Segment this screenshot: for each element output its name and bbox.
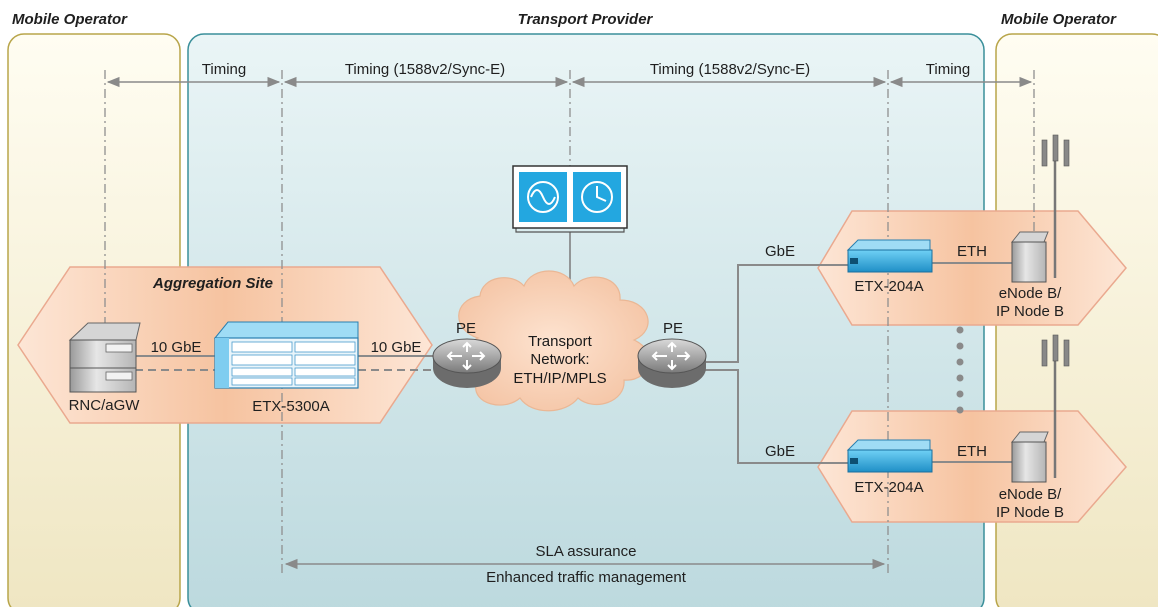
etx-204a-bottom: [846, 439, 933, 473]
site-hexagon-bottom: [817, 410, 1127, 523]
link-label-bottom-eth: ETH: [957, 443, 987, 460]
clock-icon: [581, 181, 613, 213]
link-pe-top-etx204: [704, 264, 848, 363]
cloud-label-line2: Network:: [530, 351, 589, 368]
etx-204a-top: [846, 239, 933, 273]
link-label-top-eth: ETH: [957, 243, 987, 260]
pe-right-label: PE: [663, 320, 683, 337]
transport-provider-title: Transport Provider: [518, 11, 654, 28]
rnc-agw-server: [68, 322, 141, 393]
enodeb-top-label-line1: eNode B/: [999, 285, 1062, 302]
link-label-top-gbe: GbE: [765, 243, 795, 260]
etx-204a-bottom-label: ETX-204A: [854, 479, 923, 496]
link-label-etx-pe: 10 GbE: [371, 339, 422, 356]
etx-5300a-chassis: [213, 321, 359, 389]
timing-label-left: Timing: [202, 61, 246, 78]
sla-label: SLA assurance: [536, 543, 637, 560]
enodeb-bottom-label-line1: eNode B/: [999, 486, 1062, 503]
traffic-mgmt-label: Enhanced traffic management: [486, 569, 687, 586]
rnc-label: RNC/aGW: [69, 397, 141, 414]
right-operator-title: Mobile Operator: [1001, 11, 1117, 28]
enodeb-top-label-line2: IP Node B: [996, 303, 1064, 320]
reference-lines: [104, 70, 1035, 575]
etx-5300a-label: ETX-5300A: [252, 398, 330, 415]
pe-left-label: PE: [456, 320, 476, 337]
enodeb-top: [1010, 134, 1070, 283]
link-label-bottom-gbe: GbE: [765, 443, 795, 460]
more-sites-dots: [956, 326, 964, 414]
link-pe-bottom-etx204: [704, 369, 848, 464]
link-label-rnc-etx: 10 GbE: [151, 339, 202, 356]
timing-label-right: Timing: [926, 61, 970, 78]
transport-network-cloud: Transport Network: ETH/IP/MPLS: [454, 270, 650, 412]
links: [135, 262, 1012, 464]
clock-source-device: [512, 165, 628, 292]
timing-label-mid-right: Timing (1588v2/Sync-E): [650, 61, 810, 78]
etx-204a-top-label: ETX-204A: [854, 278, 923, 295]
aggregation-site-title: Aggregation Site: [152, 275, 273, 292]
sine-wave-icon: [527, 181, 559, 213]
enodeb-bottom: [1010, 334, 1070, 483]
pe-router-left: [432, 338, 502, 388]
cloud-label-line3: ETH/IP/MPLS: [513, 370, 606, 387]
router-arrows-icon: [446, 341, 486, 371]
pe-router-right: [637, 338, 707, 388]
timing-label-mid-left: Timing (1588v2/Sync-E): [345, 61, 505, 78]
left-operator-title: Mobile Operator: [12, 11, 128, 28]
router-arrows-icon: [651, 341, 691, 371]
cloud-label-line1: Transport: [528, 333, 592, 350]
enodeb-bottom-label-line2: IP Node B: [996, 504, 1064, 521]
